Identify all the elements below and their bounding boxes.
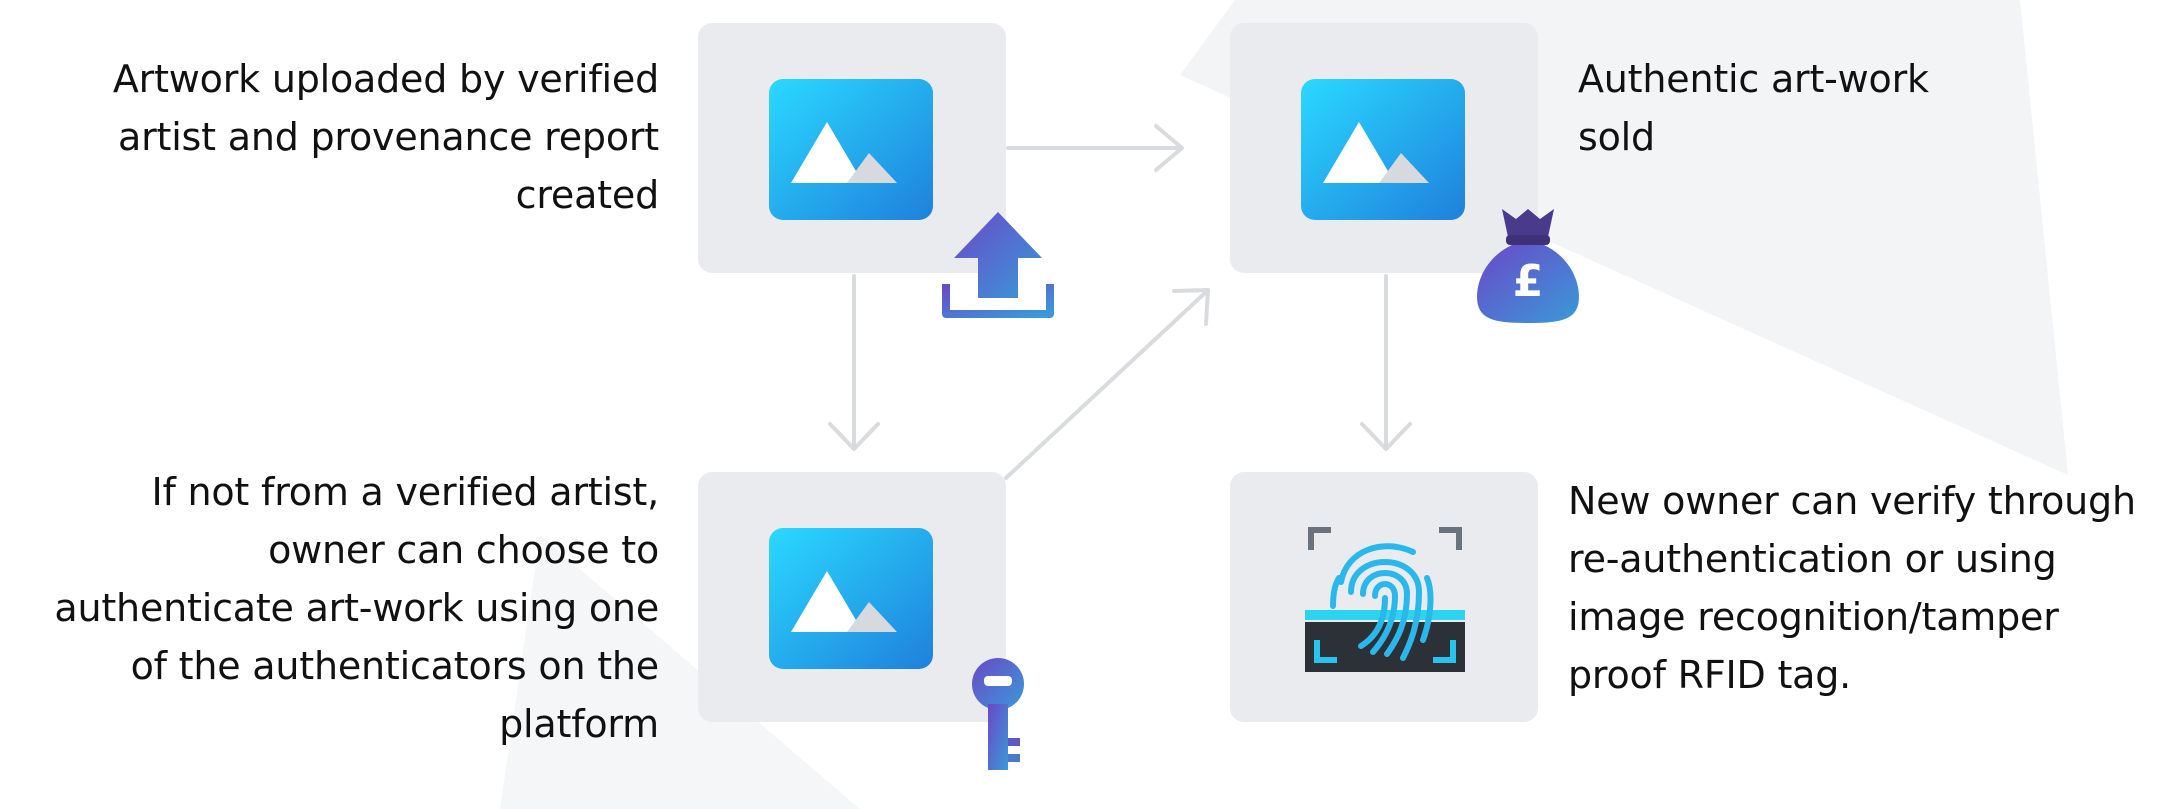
label-line: created [515, 173, 660, 217]
label-line: artist and provenance report [117, 115, 659, 159]
label-line: sold [1578, 115, 1655, 159]
upload-icon [942, 212, 1054, 318]
arrow-upload-to-authenticate [828, 274, 880, 451]
arrow-authenticate-to-sold [1004, 288, 1210, 480]
step-label-sold: Authentic art-work sold [1578, 50, 1929, 166]
label-line: Artwork uploaded by verified [112, 57, 659, 101]
label-line: If not from a verified artist, [151, 470, 659, 514]
step-label-verify: New owner can verify through re-authenti… [1568, 472, 2136, 704]
money-bag-icon [1477, 209, 1579, 323]
image-icon [1301, 79, 1465, 220]
arrow-sold-to-verify [1360, 274, 1412, 451]
background-triangle-bottom [500, 535, 860, 809]
step-label-authenticate: If not from a verified artist, owner can… [54, 463, 659, 753]
step-box-authenticate [698, 472, 1006, 722]
fingerprint-scan-icon [1305, 527, 1465, 672]
label-line: proof RFID tag. [1568, 653, 1852, 697]
label-line: image recognition/tamper [1568, 595, 2059, 639]
label-line: of the authenticators on the [130, 644, 660, 688]
currency-symbol: £ [1512, 256, 1544, 307]
image-icon [769, 528, 933, 669]
label-line: Authentic art-work [1578, 57, 1929, 101]
label-line: platform [499, 702, 659, 746]
money-bag-badge: £ [1472, 205, 1584, 325]
step-box-upload [698, 23, 1006, 273]
step-box-verify [1230, 472, 1538, 722]
arrow-upload-to-sold [1006, 124, 1184, 172]
key-icon [972, 658, 1024, 770]
label-line: re-authentication or using [1568, 537, 2057, 581]
step-label-upload: Artwork uploaded by verified artist and … [113, 50, 659, 224]
label-line: authenticate art-work using one [54, 586, 659, 630]
step-box-sold [1230, 23, 1538, 273]
label-line: owner can choose to [268, 528, 659, 572]
image-icon [769, 79, 933, 220]
label-line: New owner can verify through [1568, 479, 2136, 523]
